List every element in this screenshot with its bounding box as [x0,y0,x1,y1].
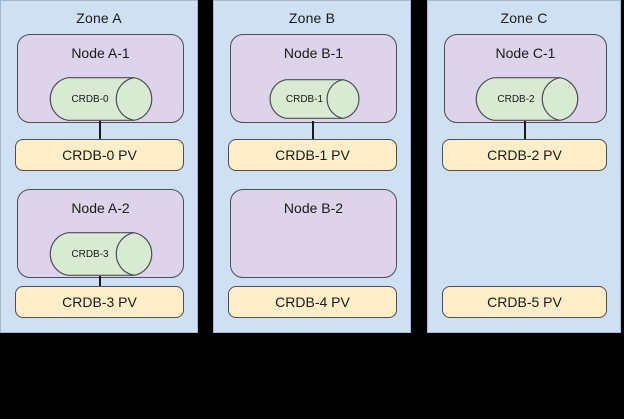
node-title-c-1: Node C-1 [495,45,556,61]
cylinder-crdb-1[interactable]: CRDB-1 [266,79,363,120]
cylinder-crdb-2[interactable]: CRDB-2 [472,77,582,122]
node-box-c-1[interactable]: Node C-1 CRDB-2 [444,34,607,123]
volume-label-crdb-2-pv: CRDB-2 PV [487,147,562,163]
connector-c-1 [524,121,526,140]
volume-label-crdb-1-pv: CRDB-1 PV [275,147,350,163]
zone-title-c: Zone C [500,10,548,26]
cylinder-crdb-0[interactable]: CRDB-0 [46,77,156,122]
connector-b-1 [312,121,314,140]
volume-label-crdb-4-pv: CRDB-4 PV [275,294,350,310]
node-box-a-2[interactable]: Node A-2 CRDB-3 [17,189,184,278]
node-box-a-1[interactable]: Node A-1 CRDB-0 [17,34,184,123]
zone-container-b[interactable]: Zone B Node B-1 CRDB-1 CRDB-1 PV Node B-… [213,0,411,333]
node-title-b-2: Node B-2 [283,200,344,216]
zone-title-a: Zone A [76,10,122,26]
volume-box-crdb-4-pv[interactable]: CRDB-4 PV [228,286,397,318]
node-box-b-1[interactable]: Node B-1 CRDB-1 [230,34,397,123]
volume-box-crdb-1-pv[interactable]: CRDB-1 PV [228,139,397,171]
zone-container-c[interactable]: Zone C Node C-1 CRDB-2 CRDB-2 PV CRDB-5 … [427,0,621,333]
volume-label-crdb-0-pv: CRDB-0 PV [62,147,137,163]
volume-label-crdb-3-pv: CRDB-3 PV [62,294,137,310]
connector-a-2 [99,276,101,294]
node-title-b-1: Node B-1 [283,45,344,61]
volume-box-crdb-2-pv[interactable]: CRDB-2 PV [442,139,607,171]
volume-box-crdb-0-pv[interactable]: CRDB-0 PV [15,139,184,171]
connector-a-1 [99,121,101,140]
cylinder-crdb-3[interactable]: CRDB-3 [46,232,156,277]
volume-box-crdb-5-pv[interactable]: CRDB-5 PV [442,286,607,318]
volume-label-crdb-5-pv: CRDB-5 PV [487,294,562,310]
zone-container-a[interactable]: Zone A Node A-1 CRDB-0 CRDB-0 PV Node A-… [0,0,198,333]
node-title-a-1: Node A-1 [71,45,130,61]
node-title-a-2: Node A-2 [71,200,130,216]
node-box-b-2[interactable]: Node B-2 [230,189,397,278]
zone-title-b: Zone B [288,10,336,26]
volume-box-crdb-3-pv[interactable]: CRDB-3 PV [15,286,184,318]
